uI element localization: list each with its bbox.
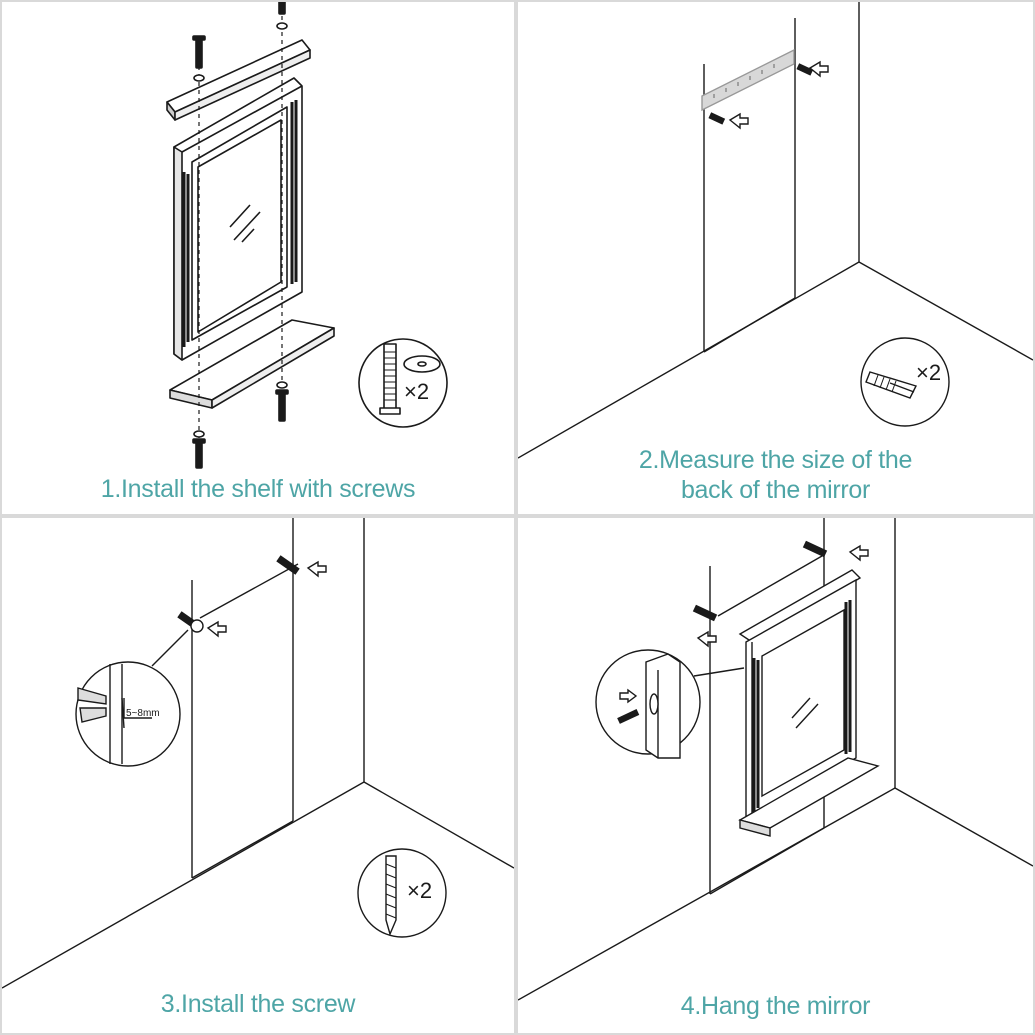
screws (192, 2, 289, 469)
anchor-badge (860, 337, 950, 427)
step-1-illustration (166, 2, 448, 469)
step-1-caption: 1.Install the shelf with screws (100, 475, 416, 503)
caption-line-1: 2.Measure the size of the (638, 446, 913, 474)
dimension-label: 5~8mm (126, 708, 160, 719)
badge-quantity: ×2 (916, 360, 942, 385)
hardware-badge (358, 338, 448, 428)
step-4-caption: 4.Hang the mirror (680, 992, 871, 1020)
bracket-detail (595, 649, 701, 759)
screw-badge (357, 848, 447, 938)
hanging-screws (692, 540, 869, 648)
mirror-frame (173, 77, 303, 361)
step-4-illustration (518, 518, 1033, 1001)
step-3-panel: 5~8mm ×2 3.Install the screw (2, 518, 514, 1033)
step-1-panel: ×2 1.Install the shelf with screws (2, 2, 514, 514)
alignment-guides (198, 16, 283, 442)
badge-quantity: ×2 (404, 379, 430, 404)
measuring-tape (701, 48, 829, 130)
badge-quantity: ×2 (407, 878, 433, 903)
top-shelf (166, 39, 311, 121)
caption-line-2: back of the mirror (680, 476, 871, 504)
step-2-caption: 2.Measure the size of the back of the mi… (518, 445, 1033, 505)
step-4-panel: 4.Hang the mirror (518, 518, 1033, 1033)
mirror-on-wall (693, 569, 880, 837)
room-corner (518, 2, 1033, 459)
screws-in-wall (151, 555, 327, 667)
detail-zoom (75, 661, 181, 767)
step-3-caption: 3.Install the screw (160, 990, 356, 1018)
bottom-shelf (169, 319, 335, 409)
step-3-illustration (2, 518, 514, 989)
step-2-panel: ×2 2.Measure the size of the back of the… (518, 2, 1033, 514)
step-2-illustration (518, 2, 1033, 459)
